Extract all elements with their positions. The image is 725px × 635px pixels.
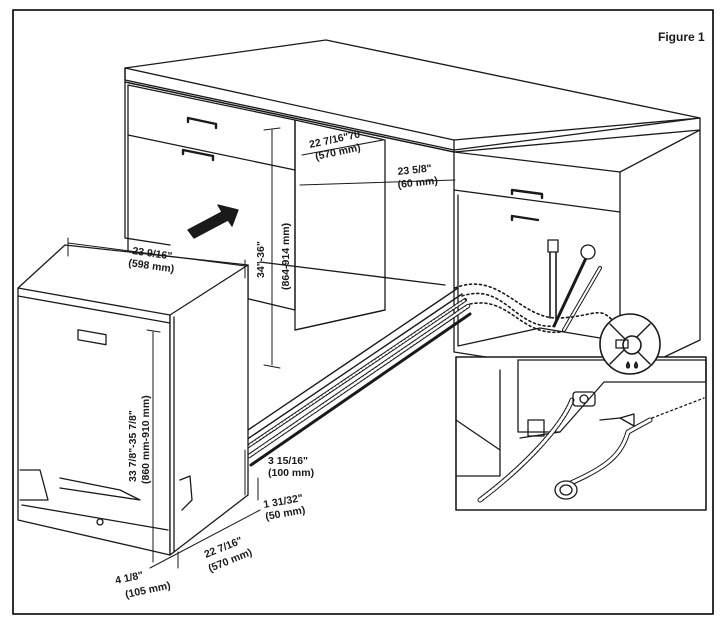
toe-kick-label: 4 1/8"	[114, 569, 144, 587]
inset-detail	[455, 356, 707, 511]
hose-height-label: 3 15/16"	[268, 455, 308, 467]
plug-icon	[547, 239, 559, 253]
side-gap-label: 23 5/8"	[397, 162, 432, 178]
cabinet-height-label: 34"-36"	[255, 241, 267, 278]
no-symbol-icon	[599, 313, 661, 375]
appliance-height-label: 33 7/8"-35 7/8"	[127, 410, 139, 482]
outlet-cables	[547, 239, 602, 332]
drawer-handle	[186, 116, 218, 130]
right-drawer-handle	[510, 188, 544, 200]
appliance-height-metric: (860 mm-910 mm)	[140, 395, 152, 484]
countertop	[124, 39, 701, 153]
figure-label: Figure 1	[658, 30, 705, 44]
side-gap-metric: (60 mm)	[397, 175, 438, 191]
left-cabinet	[124, 81, 446, 331]
water-drop-icon	[625, 361, 631, 369]
hose-height-metric: (100 mm)	[268, 467, 314, 479]
right-door-handle	[510, 214, 540, 222]
dimension-lines	[67, 127, 456, 569]
control-panel	[77, 329, 107, 346]
cabinet-height-metric: (864-914 mm)	[280, 223, 292, 290]
insert-arrow-icon	[187, 204, 239, 239]
right-cabinet	[453, 129, 701, 379]
appliance-width-label: 23 9/16"	[132, 245, 173, 262]
long-hoses	[244, 287, 472, 467]
hose-paths	[454, 283, 621, 333]
figure-frame	[12, 9, 714, 615]
door-handle	[181, 148, 215, 162]
dishwasher	[17, 244, 249, 556]
